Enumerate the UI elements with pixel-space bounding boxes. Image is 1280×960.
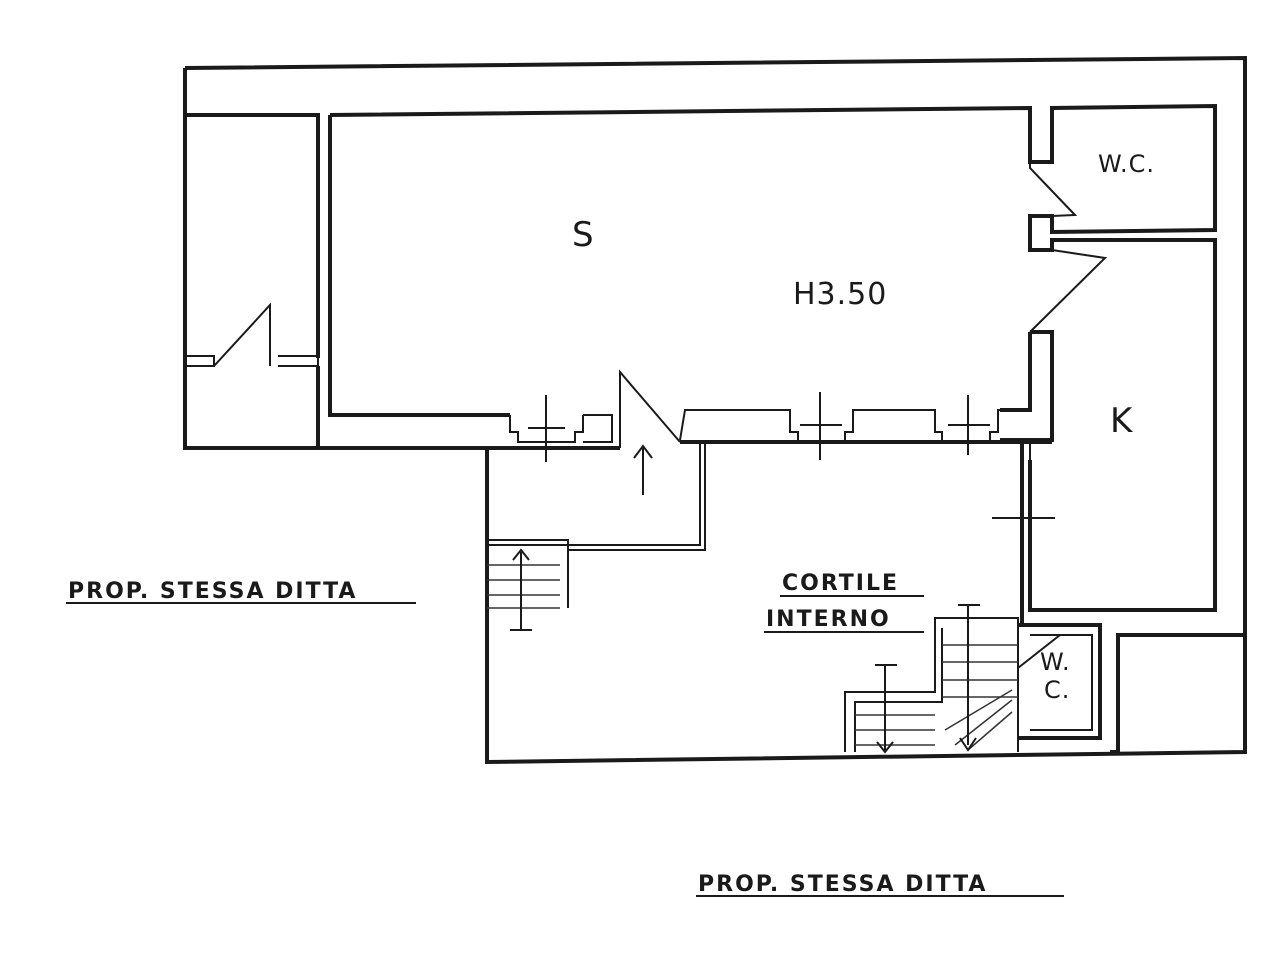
kitchen-courtyard-wall bbox=[992, 442, 1055, 625]
neighbor-label-bottom: PROP. STESSA DITTA bbox=[698, 872, 987, 897]
neighbor-underlines bbox=[66, 595, 1064, 897]
kitchen-label: K bbox=[1110, 401, 1134, 441]
kitchen-door bbox=[1029, 249, 1108, 333]
ceiling-height-label: H3.50 bbox=[793, 277, 887, 312]
courtyard-label-line1: CORTILE bbox=[782, 571, 899, 596]
courtyard-label-line2: INTERNO bbox=[766, 607, 891, 632]
left-room-door-swing bbox=[213, 302, 271, 367]
wc-lower-label-line2: C. bbox=[1044, 676, 1070, 704]
bottom-staircase bbox=[844, 604, 1019, 754]
entrance-door bbox=[619, 369, 681, 495]
lower-wc-walls bbox=[1017, 623, 1245, 754]
wc-upper-door bbox=[1029, 162, 1078, 217]
front-facade bbox=[487, 392, 1052, 462]
outer-walls bbox=[183, 55, 1247, 765]
left-room-walls bbox=[185, 113, 320, 448]
wc-lower-label-line1: W. bbox=[1040, 648, 1071, 676]
living-room-label: S bbox=[572, 215, 594, 255]
left-staircase bbox=[487, 548, 560, 631]
wc-upper-label: W.C. bbox=[1098, 150, 1155, 178]
neighbor-label-left: PROP. STESSA DITTA bbox=[68, 579, 357, 604]
courtyard-walls bbox=[487, 442, 706, 608]
living-room-walls bbox=[328, 103, 1217, 612]
